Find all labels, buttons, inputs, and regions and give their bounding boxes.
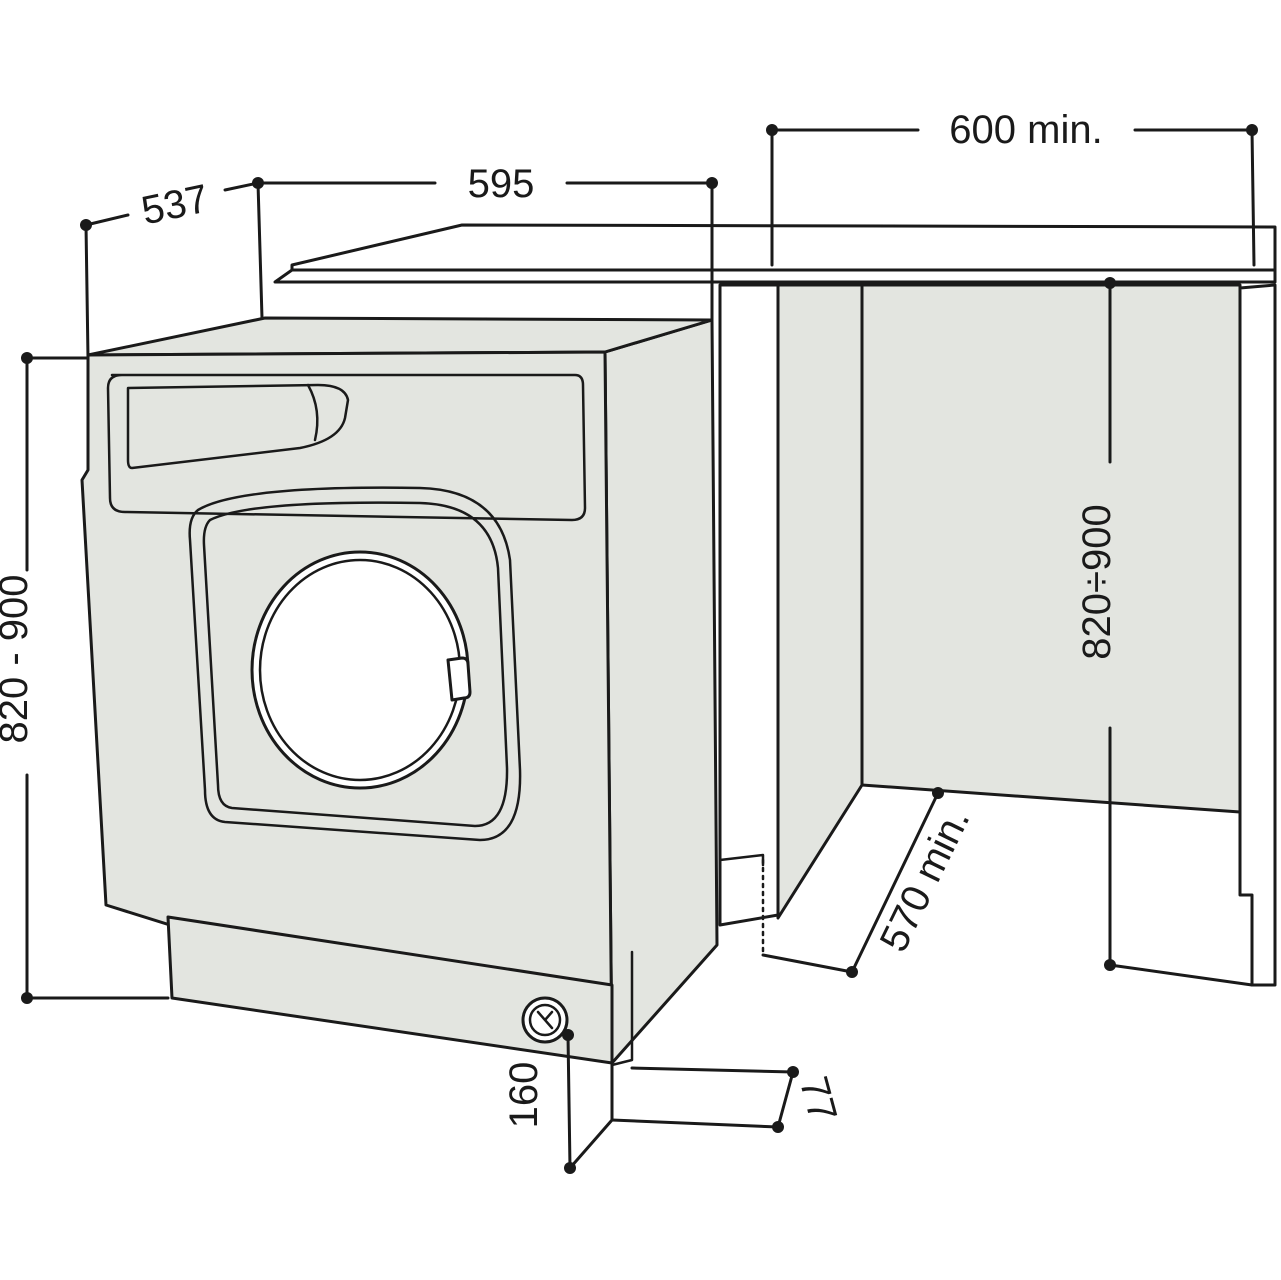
control-panel (106, 373, 587, 522)
hose-offset-label: 77 (791, 1072, 845, 1126)
depth-label: 537 (138, 177, 212, 234)
drain-hose-fitting (521, 996, 569, 1044)
door-handle[interactable] (446, 656, 472, 702)
worktop (273, 223, 1277, 284)
door-frame (188, 486, 522, 842)
niche-width-label: 600 min. (949, 108, 1102, 152)
dimension-lines (21, 124, 1258, 1174)
machine-height-label: 820 - 900 (0, 574, 36, 743)
hose-height-label: 160 (502, 1062, 546, 1129)
detergent-drawer[interactable] (126, 383, 350, 470)
cabinet-niche (718, 283, 1277, 987)
niche-depth-label: 570 min. (872, 801, 979, 958)
porthole (250, 550, 470, 790)
washing-machine (80, 316, 719, 1067)
niche-height-label: 820÷900 (1075, 504, 1119, 659)
width-label: 595 (468, 162, 535, 206)
